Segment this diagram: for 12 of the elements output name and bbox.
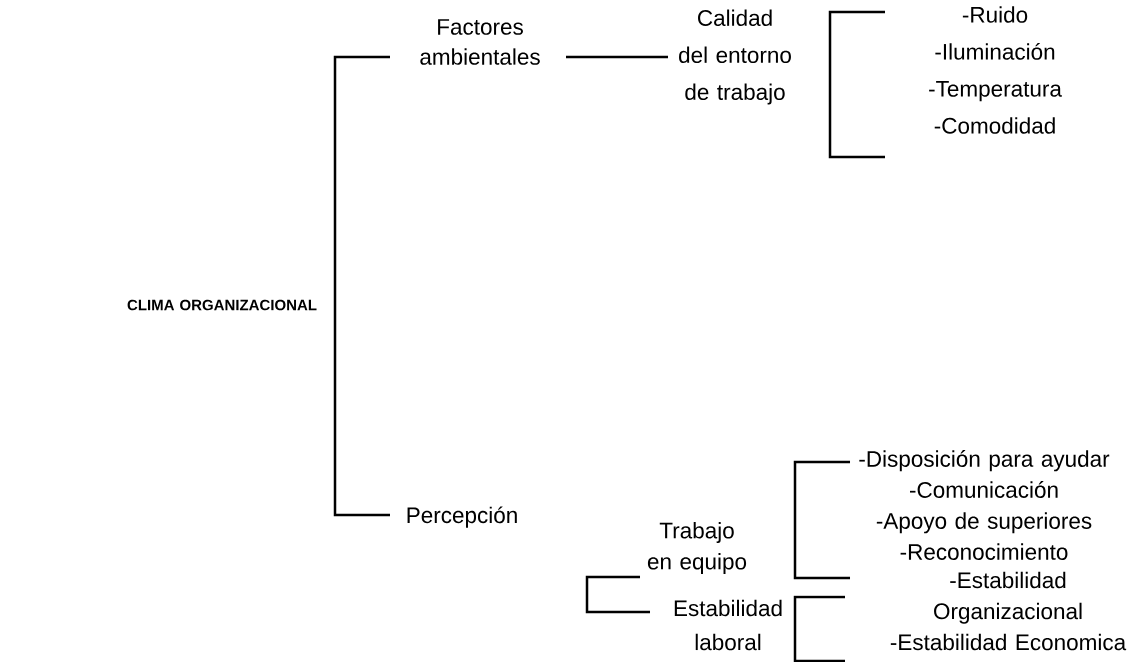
branch-label: Factores ambientales: [420, 19, 540, 65]
bracket-line: [333, 55, 390, 305]
item-list: -Disposición para ayudar -Comunicación -Apoyo de superiores -Reconocimiento: [859, 450, 1110, 560]
branch-label: Estabilidad laboral: [674, 599, 782, 651]
bracket-line: [333, 305, 390, 517]
branch-label: Percepción: [407, 506, 517, 528]
branch-label: Calidad del entorno de trabajo: [679, 9, 791, 105]
item-list: -Estabilidad Organizacional -Estabilidad Economica: [890, 571, 1127, 651]
branch-label: Trabajo en equipo: [647, 522, 747, 574]
bracket-line: [566, 55, 668, 59]
item-list: -Ruido -Iluminación -Temperatura -Comodidad: [929, 6, 1062, 134]
root-label: CLIMA ORGANIZACIONAL: [127, 299, 317, 311]
